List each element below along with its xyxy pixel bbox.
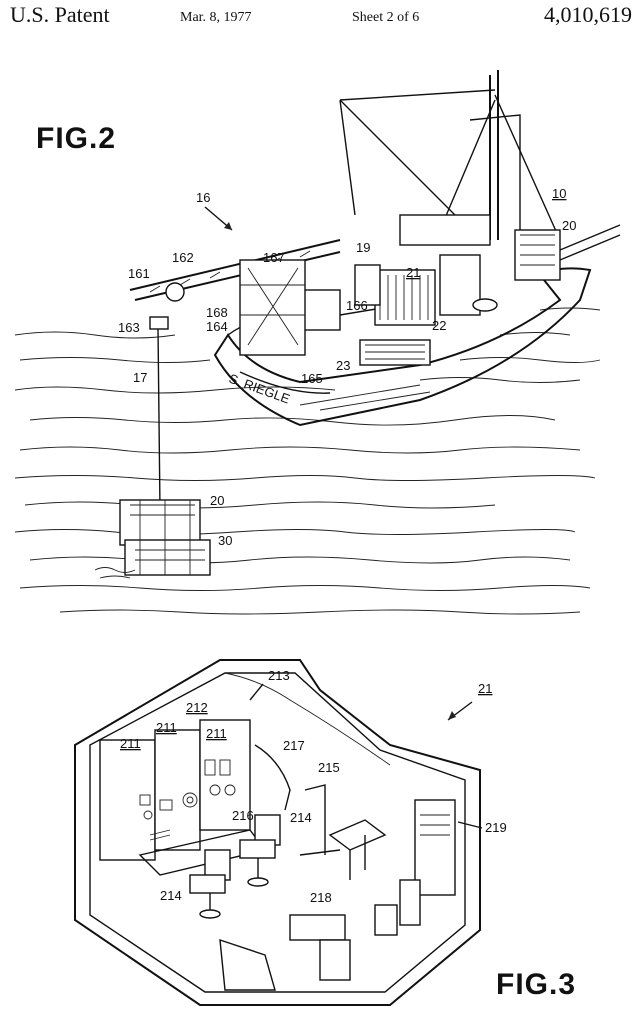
ref-label: 211 (120, 736, 141, 751)
ref-label: 161 (128, 266, 150, 281)
cabinet (414, 799, 456, 896)
ref-label: 23 (336, 358, 350, 373)
ref-label: 215 (318, 760, 340, 775)
ref-label: 213 (268, 668, 290, 683)
ref-label: 216 (232, 808, 254, 823)
ref-label: 20 (210, 493, 224, 508)
header-sheet: Sheet 2 of 6 (352, 10, 420, 25)
fig3-label: FIG.3 (496, 968, 577, 1001)
ship-mast (339, 70, 621, 281)
ref-label: 21 (406, 265, 420, 280)
chair (189, 849, 231, 919)
a-frame-crane (129, 239, 341, 511)
ref-label: 217 (283, 738, 305, 753)
ref-label: 211 (206, 726, 227, 741)
ref-label: 19 (356, 240, 370, 255)
ref-label: 164 (206, 319, 228, 334)
fig3-drawing: 213 21 212 211 211 211 217 215 216 214 2… (74, 659, 507, 1006)
ref-label: 162 (172, 250, 194, 265)
ref-label: 165 (301, 371, 323, 386)
fig3-reference-numerals: 213 21 212 211 211 211 217 215 216 214 2… (120, 668, 507, 905)
ref-label: 30 (218, 533, 232, 548)
table (328, 819, 387, 880)
ref-label: 219 (485, 820, 507, 835)
fig2-label: FIG.2 (36, 122, 117, 155)
ref-label: 163 (118, 320, 140, 335)
header-patent-label: U.S. Patent (10, 2, 110, 27)
ref-label: 167 (263, 250, 285, 265)
ref-label: 10 (552, 186, 566, 201)
header-date: Mar. 8, 1977 (180, 10, 252, 25)
ref-label: 17 (133, 370, 147, 385)
console-panel (99, 739, 156, 861)
ref-label: 218 (310, 890, 332, 905)
subsea-module (94, 499, 211, 579)
ref-label: 166 (346, 298, 368, 313)
ref-label: 211 (156, 720, 177, 735)
ref-label: 212 (186, 700, 208, 715)
toilet-unit (289, 914, 346, 941)
ref-label: 20 (562, 218, 576, 233)
fig2-reference-numerals: 16 10 20 161 162 167 19 21 163 168 164 1… (118, 186, 576, 548)
ref-label: 168 (206, 305, 228, 320)
water-surface (14, 307, 601, 615)
ref-label: 21 (478, 681, 492, 696)
chair (239, 814, 281, 887)
ref-label: 214 (160, 888, 182, 903)
ref-label: 214 (290, 810, 312, 825)
deck-equipment (299, 254, 498, 366)
header-patent-number: 4,010,619 (544, 2, 632, 27)
ref-label: 22 (432, 318, 446, 333)
ref-label: 16 (196, 190, 210, 205)
